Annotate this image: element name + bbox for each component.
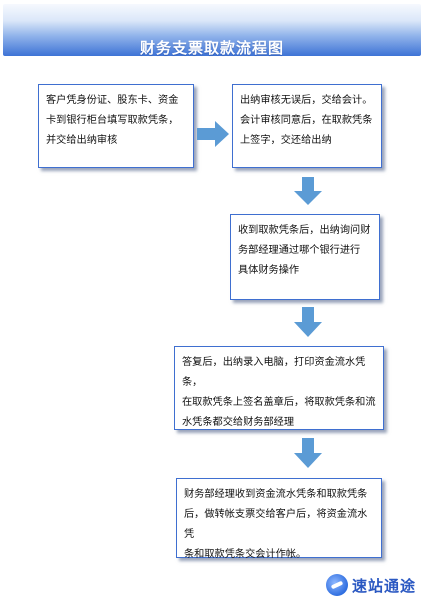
- step-1-line-2: 卡到银行柜台填写取款凭条，: [46, 115, 179, 126]
- step-4-line-3: 水凭条都交给财务部经理: [182, 417, 295, 428]
- step-4-box: 答复后，出纳录入电脑，打印资金流水凭条， 在取款凭条上签名盖章后，将取款凭条和流…: [174, 346, 384, 430]
- step-3-box: 收到取款凭条后，出纳询问财 务部经理通过哪个银行进行 具体财务操作: [230, 214, 380, 300]
- step-3-line-3: 具体财务操作: [238, 265, 300, 276]
- step-2-line-1: 出纳审核无误后，交给会计。: [240, 95, 373, 106]
- watermark-text: 速站通途: [351, 576, 416, 595]
- watermark: 速站通途: [325, 574, 416, 596]
- step-3-line-1: 收到取款凭条后，出纳询问财: [238, 225, 371, 236]
- step-5-box: 财务部经理收到资金流水凭条和取款凭条 后，做转帐支票交给客户后，将资金流水凭 条…: [176, 478, 382, 560]
- watermark-logo-icon: [325, 574, 348, 596]
- step-4-line-2: 在取款凭条上签名盖章后，将取款凭条和流: [182, 397, 376, 408]
- arrow-down-icon: [294, 438, 322, 468]
- step-2-line-2: 会计审核同意后，在取款凭条: [240, 115, 373, 126]
- step-4-line-1: 答复后，出纳录入电脑，打印资金流水凭条，: [182, 357, 366, 388]
- step-5-line-2: 后，做转帐支票交给客户后，将资金流水凭: [184, 509, 368, 540]
- arrow-down-icon: [294, 307, 322, 337]
- title-banner: 财务支票取款流程图: [3, 4, 421, 57]
- step-2-box: 出纳审核无误后，交给会计。 会计审核同意后，在取款凭条 上签字，交还给出纳: [232, 84, 382, 168]
- step-2-line-3: 上签字，交还给出纳: [240, 135, 332, 146]
- step-1-line-3: 并交给出纳审核: [46, 135, 118, 146]
- arrow-right-icon: [197, 121, 229, 147]
- arrow-down-icon: [294, 177, 322, 205]
- step-3-line-2: 务部经理通过哪个银行进行: [238, 245, 361, 256]
- step-5-line-3: 条和取款凭条交会计作帐。: [184, 549, 307, 560]
- step-1-line-1: 客户凭身份证、股东卡、资金: [46, 95, 179, 106]
- step-1-box: 客户凭身份证、股东卡、资金 卡到银行柜台填写取款凭条， 并交给出纳审核: [38, 84, 194, 168]
- page-title: 财务支票取款流程图: [139, 39, 284, 57]
- step-5-line-1: 财务部经理收到资金流水凭条和取款凭条: [184, 489, 368, 500]
